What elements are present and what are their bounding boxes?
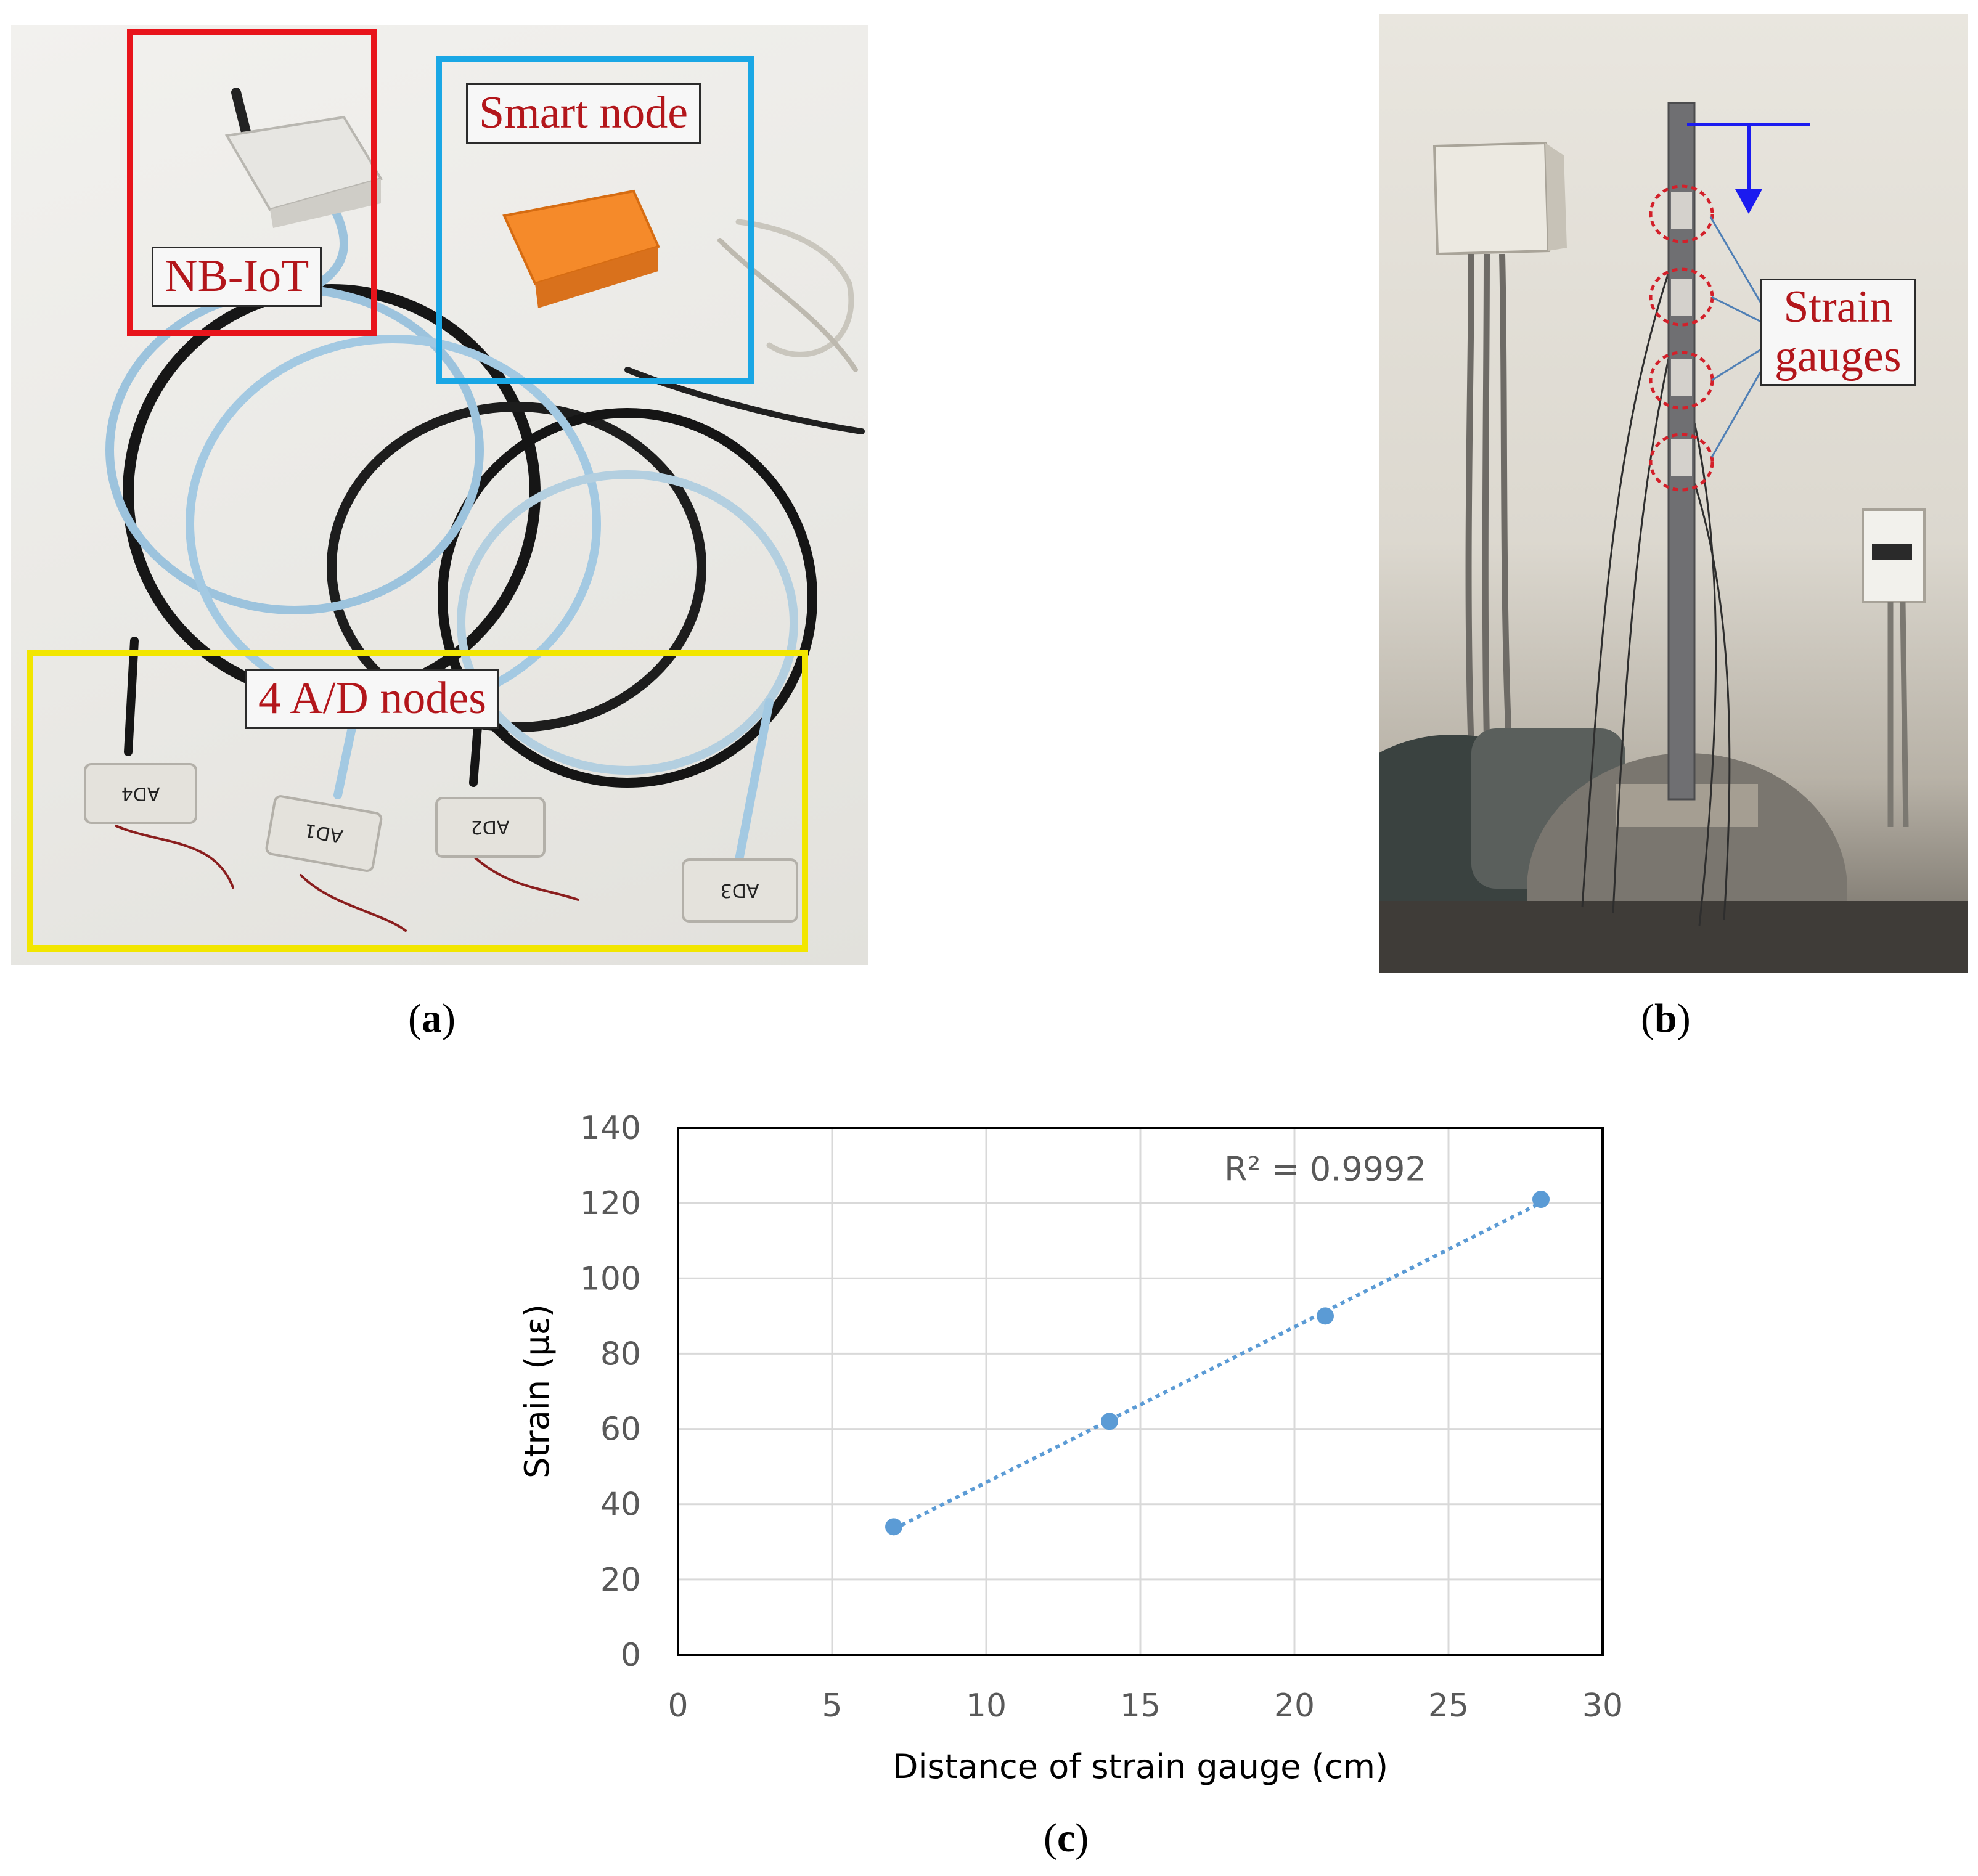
blue-cable [734,698,774,867]
linear-trendline [893,1201,1542,1531]
y-tick-label: 40 [600,1487,641,1523]
wire [300,874,407,932]
y-tick-label: 20 [600,1562,641,1599]
caption-b: (b) [1641,996,1691,1041]
wall-junction-box [1432,141,1567,256]
caption-c: (c) [1044,1816,1089,1861]
x-tick-label: 20 [1274,1687,1315,1724]
grey-cable [717,238,858,372]
hardware-illustration: AD4 AD1 AD2 AD3 [27,29,865,952]
data-point [885,1518,902,1536]
machine-base [1379,728,1968,973]
y-axis-ticks: 0 20 40 60 80 100 120 140 [580,1110,641,1674]
y-tick-label: 60 [600,1411,641,1448]
r-squared-annotation: R² = 0.9992 [1224,1150,1426,1189]
data-point [1317,1307,1334,1325]
wall-display-device [1862,508,1926,603]
x-tick-label: 10 [966,1687,1007,1724]
nb-iot-device [224,88,383,228]
ad-node-box [682,858,798,923]
x-tick-label: 15 [1120,1687,1161,1724]
y-tick-label: 0 [621,1637,641,1674]
caption-a: (a) [408,996,456,1041]
data-points [885,1191,1550,1536]
ad-node-tag: AD2 [471,816,510,838]
beam-illustration [1379,102,1968,973]
y-tick-label: 100 [580,1260,641,1297]
nb-iot-label: NB-IoT [152,247,322,307]
photo-cantilever-beam [1379,14,1968,973]
black-cable-loop [438,408,817,788]
ad-node-box [265,795,383,872]
smart-node-label: Smart node [466,83,701,144]
y-tick-label: 120 [580,1185,641,1222]
y-tick-label: 80 [600,1336,641,1372]
photo-hardware-setup: AD4 AD1 AD2 AD3 [11,25,868,965]
strain-gauge-pads [1671,192,1692,476]
x-axis-label: Distance of strain gauge (cm) [893,1747,1388,1786]
ad-node-box [435,797,546,858]
x-tick-label: 30 [1582,1687,1623,1724]
wire [115,825,234,889]
ad-node-boxes [84,763,798,923]
ad-node-tag: AD4 [121,783,160,804]
data-point [1101,1413,1118,1430]
ad-nodes-highlight-frame [27,650,808,952]
ad-nodes-label: 4 A/D nodes [245,669,499,729]
smart-node-device [502,189,660,308]
black-cable [124,637,139,756]
label-leader-lines [1709,216,1762,458]
load-arrow-icon [1687,123,1810,214]
plot-area-frame [677,1127,1604,1656]
y-tick-label: 140 [580,1110,641,1147]
strain-vs-distance-chart: 0 20 40 60 80 100 120 140 0 5 10 15 20 25 30 R² = 0.9… [518,1110,1623,1786]
ad-node-box [84,763,197,824]
y-axis-label: Strain (με) [518,1304,557,1478]
data-point [1532,1191,1550,1209]
blue-cable-loop [457,470,798,775]
x-tick-label: 5 [822,1687,842,1724]
wire [466,849,579,901]
ad-node-tag: AD3 [721,879,759,901]
grey-cable [735,219,854,357]
smart-node-highlight-frame [436,56,754,384]
nb-iot-highlight-frame [127,29,377,336]
strain-gauges-label: Strain gauges [1760,279,1916,386]
x-axis-ticks: 0 5 10 15 20 25 30 [668,1687,1623,1724]
x-tick-label: 25 [1428,1687,1469,1724]
chart-gridlines [677,1127,1604,1656]
x-tick-label: 0 [668,1687,688,1724]
